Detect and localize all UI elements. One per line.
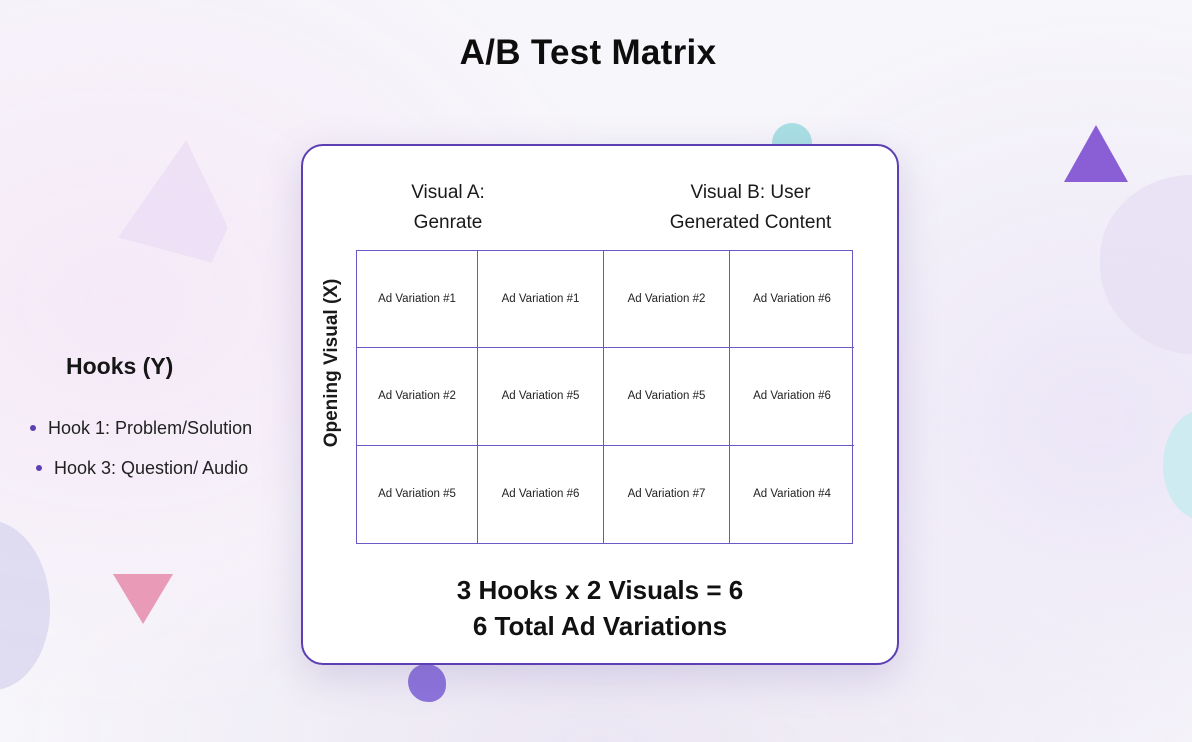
bullet-icon [36, 465, 42, 471]
summary-line-equation: 3 Hooks x 2 Visuals = 6 [456, 575, 744, 605]
column-header-line: Visual A: [411, 182, 485, 203]
hook-list-item: Hook 3: Question/ Audio [30, 457, 252, 479]
decorative-right-teal-shape [1163, 410, 1192, 520]
hooks-heading: Hooks (Y) [66, 353, 174, 379]
grid-cell: Ad Variation #5 [357, 445, 478, 543]
bullet-icon [30, 425, 36, 431]
decorative-pink-triangle-icon [113, 574, 173, 624]
column-header-line: Generated Content [669, 212, 832, 233]
grid-cell: Ad Variation #5 [604, 348, 730, 446]
grid-cell: Ad Variation #5 [478, 348, 604, 446]
page-title: A/B Test Matrix [459, 33, 717, 72]
decorative-ghost-triangle-shape [118, 140, 228, 263]
grid-cell: Ad Variation #4 [753, 488, 831, 501]
matrix-card: Visual A: Genrate Visual B: User Generat… [301, 144, 899, 665]
hook-list-item: Hook 1: Problem/Solution [30, 417, 252, 439]
grid-cell: Ad Variation #6 [730, 348, 854, 446]
grid-cell: Ad Variation #6 [730, 251, 854, 349]
grid-cell: Ad Variation #7 [604, 445, 730, 543]
decorative-violet-circle-icon [408, 664, 446, 702]
summary-text: 3 Hooks x 2 Visuals = 6 6 Total Ad Varia… [303, 572, 897, 644]
grid-cell: Ad Variation #6 [478, 445, 604, 543]
hooks-list: Hook 1: Problem/Solution Hook 3: Questio… [30, 417, 252, 497]
column-header-line: Genrate [413, 212, 483, 233]
grid-cell: Ad Variation #2 [604, 251, 730, 349]
summary-line-total: 6 Total Ad Variations [472, 611, 728, 641]
hook-label: Hook 3: Question/ Audio [54, 457, 249, 478]
row-axis-label: Opening Visual (X) [321, 278, 342, 448]
grid-cell: Ad Variation #1 [357, 251, 478, 349]
variation-grid: Ad Variation #1 Ad Variation #1 Ad Varia… [356, 250, 854, 544]
decorative-right-blob-shape [1100, 175, 1192, 355]
column-header-line: Visual B: User [690, 182, 811, 203]
column-header-visual-b: Visual B: User Generated Content [648, 178, 853, 238]
decorative-purple-triangle-icon [1064, 125, 1128, 182]
column-header-visual-a: Visual A: Genrate [398, 178, 498, 238]
grid-cell: Ad Variation #2 [357, 348, 478, 446]
hook-label: Hook 1: Problem/Solution [48, 417, 253, 438]
grid-cell: Ad Variation #1 [478, 251, 604, 349]
decorative-left-blob-shape [0, 520, 50, 690]
